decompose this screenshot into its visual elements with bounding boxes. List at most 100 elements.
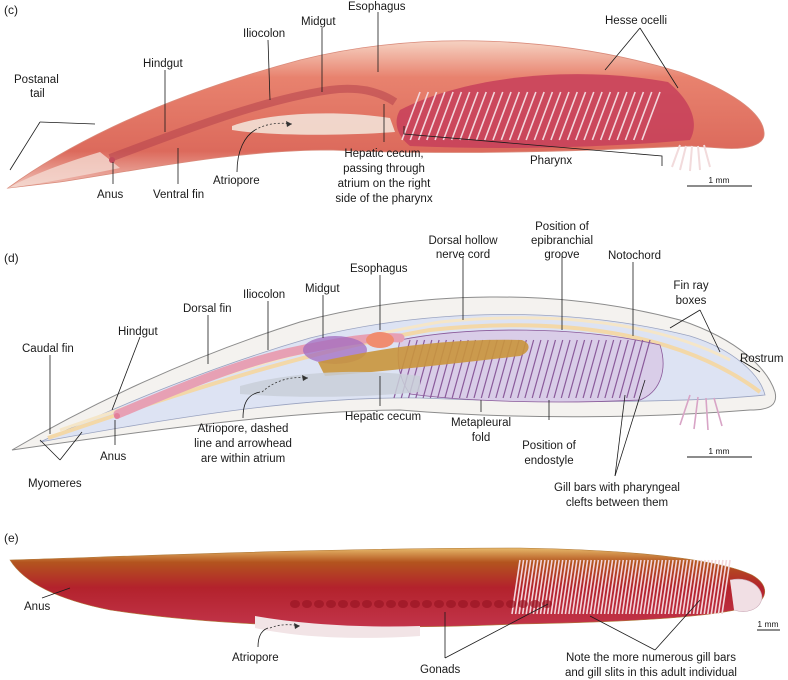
gill-bar [689,559,699,615]
gill-bar [575,559,585,615]
larva-c-tail-fin [8,152,120,188]
scale-label-d: 1 mm [708,446,729,456]
label-iliocolon: Iliocolon [243,28,285,40]
larva-c-gut [108,84,398,162]
gill-bar [597,339,615,399]
gill-bar [553,339,571,399]
gill-bar [610,559,621,615]
gill-bar [611,339,629,399]
gill-bar [671,559,681,615]
gill-bar [450,91,471,141]
label-midgut: Midgut [301,16,336,28]
gill-bar [553,559,564,615]
gill-bar [524,339,542,399]
diagram-d-gill-bars [393,339,651,399]
label-hindgut: Hindgut [143,58,183,70]
gill-bar [667,559,678,615]
gill-bar [575,91,595,141]
gill-bar [514,559,525,615]
gill-bar [567,339,586,399]
gill-bar [459,91,479,141]
gill-bar [635,559,646,615]
gill-bar [434,91,454,141]
gill-bar [657,559,667,615]
label-hepatic-cecum-3: atrium on the right [338,178,431,190]
gill-bar [618,339,637,399]
label-postanal-tail-2: tail [30,88,45,100]
label-gonads: Gonads [420,664,461,676]
label-note-2: and gill slits in this adult individual [565,667,737,679]
gill-bar [539,559,550,615]
diagram-d-hepatic-cecum [318,339,529,376]
gill-bar [568,559,578,615]
gill-bar [492,91,512,141]
gonad [326,600,336,608]
gill-bar [517,339,535,399]
diagram-d-cirri [679,394,723,431]
label-note-1: Note the more numerous gill bars [566,652,736,664]
gonad [470,600,480,608]
gill-bar [538,339,557,399]
label-e-atriopore: Atriopore [232,652,279,664]
gill-bar [566,91,587,141]
gill-bar [585,559,596,615]
gonad [482,600,492,608]
gill-bar [678,559,689,615]
label-caudal-fin: Caudal fin [22,343,74,355]
gill-bar [558,91,578,141]
label-d-esophagus: Esophagus [350,263,408,275]
label-hepatic-cecum-1: Hepatic cecum, [344,148,423,160]
gill-bar [517,91,537,141]
gonad [518,600,528,608]
diagram-d-pharynx [397,329,664,403]
label-endostyle-1: Position of [522,440,577,452]
gill-bar [500,91,521,141]
gill-bar [632,91,653,141]
label-gill-bars-2: clefts between them [566,497,668,509]
panel-d-leader-lines [39,256,761,477]
gill-bar [664,559,674,615]
gill-bar [616,91,636,141]
gonad [386,600,396,608]
label-atriopore: Atriopore [213,175,260,187]
label-endostyle-2: endostyle [524,455,573,467]
panel-e-leader-lines [41,587,701,659]
gonad [314,600,324,608]
gonad [458,600,468,608]
gill-bar [703,559,713,615]
gill-bar [624,91,645,141]
label-epibranchial-groove-2: epibranchial [531,235,593,247]
gonad [374,600,384,608]
gill-bar [696,559,706,615]
gill-bar [674,559,685,615]
gonad [434,600,444,608]
label-epibranchial-groove-3: groove [544,249,579,261]
gill-bar [692,559,703,615]
gill-bar [550,91,570,141]
label-d-hindgut: Hindgut [118,326,158,338]
gill-bar [564,559,575,615]
scale-label-c: 1 mm [708,175,729,185]
label-rostrum: Rostrum [740,353,783,365]
gonad [446,600,456,608]
larva-c-cirri [671,144,711,172]
gill-bar [710,559,721,615]
gill-bar [409,91,430,141]
label-myomeres: Myomeres [28,478,82,490]
gonad [530,600,540,608]
gill-bar [578,559,589,615]
gill-bar [604,339,622,399]
gonad [410,600,420,608]
gill-bar [617,559,628,615]
panel-e: (e) Anus Atriopore Gonads Note the more … [4,531,780,679]
gill-bar [401,91,421,141]
gill-bar [484,91,504,141]
gill-bar [633,339,651,399]
gonad [350,600,360,608]
gonad [506,600,516,608]
gill-bar [582,559,592,615]
label-gill-bars-1: Gill bars with pharyngeal [554,482,680,494]
gonad [398,600,408,608]
label-d-anus: Anus [100,451,126,463]
gill-bar [714,559,724,615]
